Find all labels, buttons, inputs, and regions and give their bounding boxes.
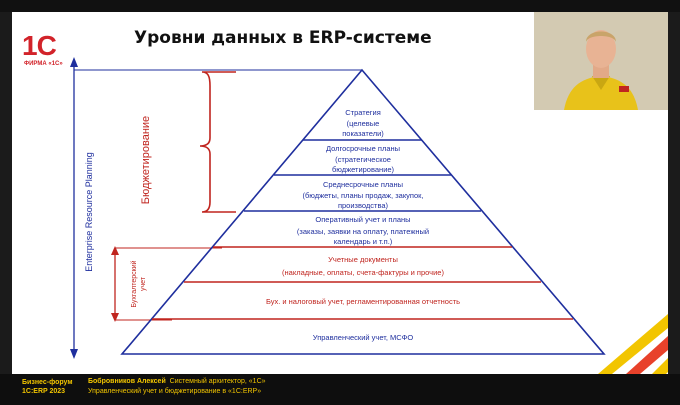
slide-title: Уровни данных в ERP-системе bbox=[134, 28, 432, 48]
level-text: Среднесрочные планы bbox=[323, 180, 403, 189]
level-operational: Оперативный учет и планы (заказы, заявки… bbox=[297, 215, 429, 246]
event-line1: Бизнес-форум bbox=[22, 379, 73, 386]
level-text: (целевые bbox=[347, 119, 380, 128]
level-text: Долгосрочные планы bbox=[326, 144, 400, 153]
speaker-name: Бобровников Алексей bbox=[88, 378, 166, 385]
erp-arrow-head-top bbox=[70, 57, 78, 67]
level-mid-term: Среднесрочные планы (бюджеты, планы прод… bbox=[302, 180, 423, 210]
logo-1c: 1С bbox=[22, 30, 57, 61]
talk-title: Управленческий учет и бюджетирование в «… bbox=[88, 388, 262, 395]
level-accounting: Бух. и налоговый учет, регламентированна… bbox=[266, 297, 460, 306]
level-text: календарь и т.п.) bbox=[334, 237, 393, 246]
level-documents: Учетные документы (накладные, оплаты, сч… bbox=[282, 255, 444, 277]
logo-firm: ФИРМА «1С» bbox=[24, 61, 63, 67]
speaker-video bbox=[534, 12, 668, 110]
accounting-label-line2: учет bbox=[140, 276, 147, 291]
pyramid-diagram: Enterprise Resource Planning Бюджетирова… bbox=[70, 57, 606, 359]
decorative-stripes bbox=[598, 314, 668, 374]
accounting-arrow-bottom bbox=[111, 313, 119, 322]
speaker-info: Бобровников Алексей Системный архитектор… bbox=[88, 377, 266, 397]
presentation-slide: 1С ФИРМА «1С» Уровни данных в ERP-систем… bbox=[12, 12, 668, 374]
company-logo: 1С ФИРМА «1С» bbox=[22, 30, 112, 70]
event-line2: 1С:ERP 2023 bbox=[22, 388, 66, 395]
budgeting-label: Бюджетирование bbox=[140, 116, 152, 204]
accounting-label-line1: Бухгалтерский bbox=[130, 260, 138, 307]
level-text: показатели) bbox=[342, 129, 384, 138]
budgeting-brace bbox=[199, 71, 236, 213]
level-text: Учетные документы bbox=[328, 255, 398, 264]
event-name: Бизнес-форум 1С:ERP 2023 bbox=[22, 378, 73, 396]
level-text: (бюджеты, планы продаж, закупок, bbox=[302, 191, 423, 200]
accounting-arrow-top bbox=[111, 246, 119, 255]
level-text: Управленческий учет, МСФО bbox=[313, 333, 414, 342]
level-text: Стратегия bbox=[345, 108, 381, 117]
erp-arrow-head-bottom bbox=[70, 349, 78, 359]
level-long-term: Долгосрочные планы (стратегическое бюдже… bbox=[326, 144, 400, 174]
level-strategy: Стратегия (целевые показатели) bbox=[342, 108, 384, 138]
pyramid-outline bbox=[120, 68, 606, 355]
level-text: Оперативный учет и планы bbox=[315, 215, 410, 224]
erp-label: Enterprise Resource Planning bbox=[84, 152, 94, 272]
level-management: Управленческий учет, МСФО bbox=[313, 333, 414, 342]
speaker-figure bbox=[534, 12, 668, 110]
level-text: (стратегическое bbox=[335, 155, 391, 164]
level-text: (накладные, оплаты, счета-фактуры и проч… bbox=[282, 268, 444, 277]
footer-bar bbox=[0, 374, 680, 405]
level-text: бюджетирование) bbox=[332, 165, 395, 174]
speaker-role: Системный архитектор, «1С» bbox=[169, 378, 266, 385]
top-bar bbox=[0, 0, 680, 12]
level-text: Бух. и налоговый учет, регламентированна… bbox=[266, 297, 460, 306]
level-text: (заказы, заявки на оплату, платежный bbox=[297, 227, 429, 236]
level-text: производства) bbox=[338, 201, 389, 210]
